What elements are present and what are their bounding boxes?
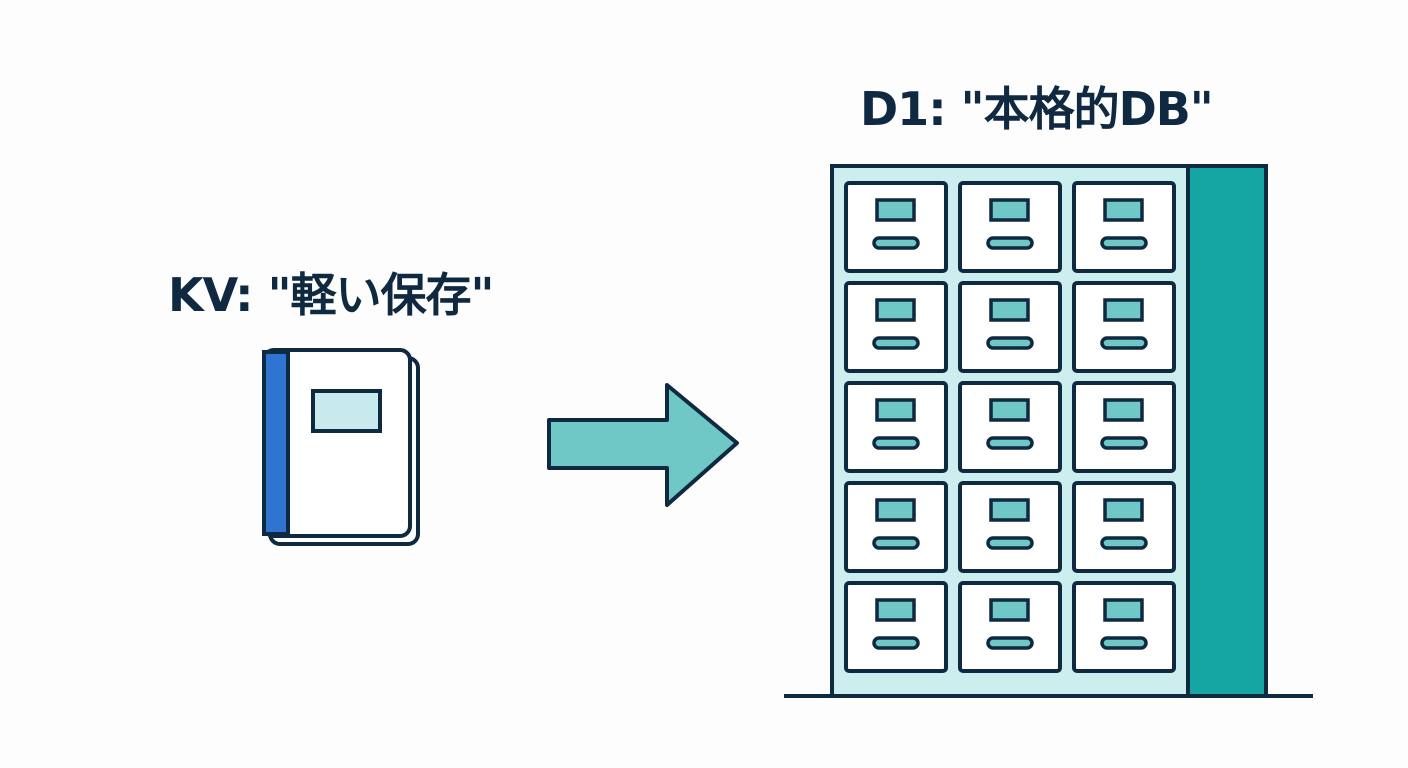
drawer-handle	[986, 536, 1034, 550]
drawer-handle	[872, 236, 920, 250]
drawer-handle	[986, 236, 1034, 250]
drawer-label	[875, 198, 916, 222]
drawer-label	[989, 198, 1030, 222]
drawer-label	[875, 498, 916, 522]
drawer-label	[875, 298, 916, 322]
drawer-handle	[872, 436, 920, 450]
drawer-label	[989, 598, 1030, 622]
drawer-label	[989, 498, 1030, 522]
drawer-label	[989, 298, 1030, 322]
cabinet-drawer	[844, 381, 948, 473]
cabinet-drawer	[844, 481, 948, 573]
drawer-label	[1103, 298, 1144, 322]
drawer-handle	[1100, 436, 1148, 450]
cabinet-drawer	[958, 181, 1062, 273]
cabinet-drawer	[1072, 181, 1176, 273]
drawer-grid	[844, 181, 1176, 673]
drawer-label	[875, 598, 916, 622]
drawer-handle	[986, 336, 1034, 350]
drawer-label	[1103, 598, 1144, 622]
drawer-label	[989, 398, 1030, 422]
cabinet-drawer	[1072, 281, 1176, 373]
cabinet-drawer	[1072, 381, 1176, 473]
cabinet-drawer	[844, 581, 948, 673]
filing-cabinet-icon	[830, 164, 1268, 698]
drawer-label	[875, 398, 916, 422]
cabinet-drawer	[844, 281, 948, 373]
cabinet-drawer	[1072, 481, 1176, 573]
drawer-handle	[1100, 236, 1148, 250]
cabinet-drawer	[1072, 581, 1176, 673]
notebook-icon	[262, 348, 420, 546]
drawer-label	[1103, 498, 1144, 522]
cabinet-drawer	[958, 281, 1062, 373]
drawer-handle	[1100, 536, 1148, 550]
drawer-label	[1103, 198, 1144, 222]
drawer-handle	[1100, 336, 1148, 350]
drawer-handle	[986, 436, 1034, 450]
cabinet-drawer	[958, 381, 1062, 473]
cabinet-drawer	[958, 581, 1062, 673]
d1-label: D1: "本格的DB"	[860, 82, 1214, 136]
drawer-handle	[986, 636, 1034, 650]
drawer-handle	[872, 536, 920, 550]
cabinet-drawer	[844, 181, 948, 273]
cabinet-drawer	[958, 481, 1062, 573]
drawer-label	[1103, 398, 1144, 422]
drawer-handle	[1100, 636, 1148, 650]
kv-label: KV: "軽い保存"	[168, 268, 495, 322]
right-arrow-icon	[547, 383, 739, 507]
drawer-handle	[872, 336, 920, 350]
drawer-handle	[872, 636, 920, 650]
